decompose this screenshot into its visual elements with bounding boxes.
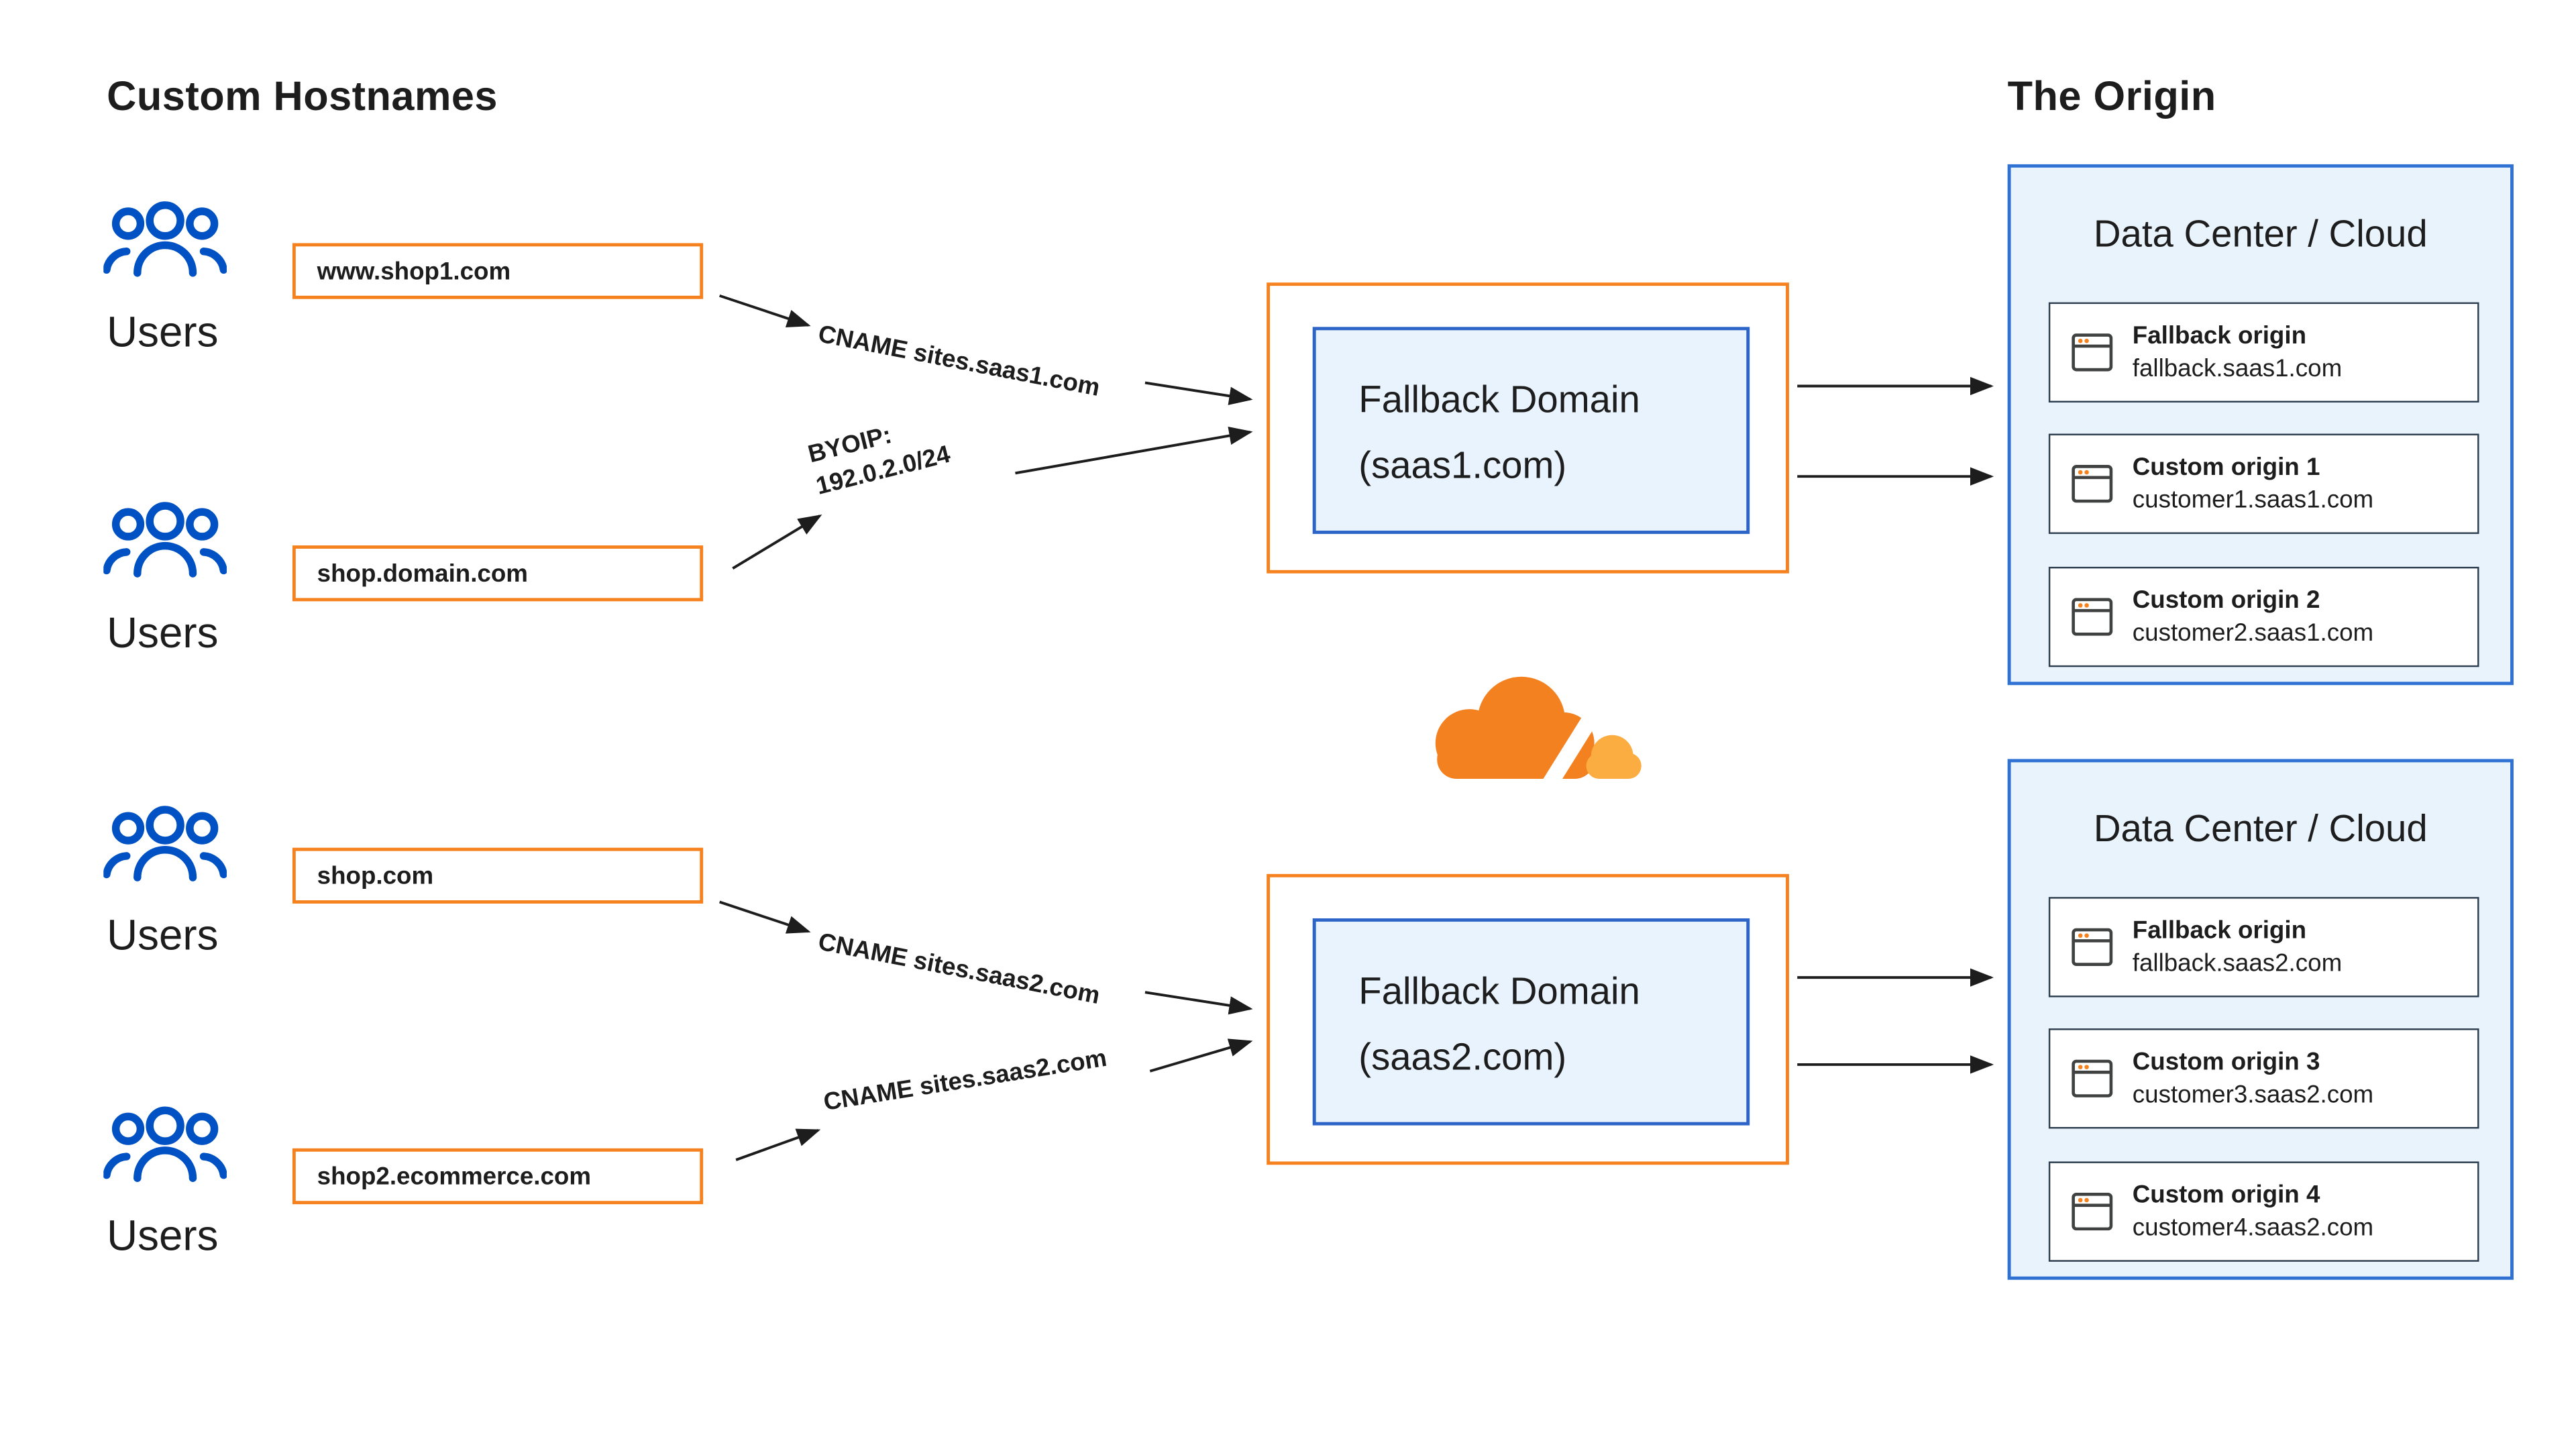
hostname-box-shop: shop.com	[292, 847, 704, 904]
data-center-1: Data Center / Cloud Fallback origin fall…	[2007, 164, 2514, 686]
users-label: Users	[107, 910, 219, 960]
origin-card-fallback-saas2: Fallback origin fallback.saas2.com	[2048, 897, 2479, 998]
fallback-domain-saas2-box: Fallback Domain (saas2.com)	[1267, 873, 1789, 1165]
data-center-2-title: Data Center / Cloud	[2093, 806, 2428, 850]
users-icon	[103, 201, 227, 278]
users-label: Users	[107, 608, 219, 657]
users-icon	[103, 805, 227, 882]
fallback-domain-saas1-line2: (saas1.com)	[1358, 443, 1567, 486]
origin-host: customer4.saas2.com	[2132, 1214, 2374, 1242]
origin-name: Custom origin 1	[2132, 453, 2320, 482]
origin-name: Custom origin 4	[2132, 1181, 2320, 1210]
hostname-box-www-shop1: www.shop1.com	[292, 243, 704, 299]
users-icon	[103, 1106, 227, 1183]
fallback-domain-saas1-box: Fallback Domain (saas1.com)	[1267, 282, 1789, 574]
origin-name: Fallback origin	[2132, 916, 2307, 945]
cname-saas2-label-lower: CNAME sites.saas2.com	[821, 1044, 1109, 1117]
origin-card-custom4: Custom origin 4 customer4.saas2.com	[2048, 1161, 2479, 1262]
fallback-domain-saas2-line1: Fallback Domain	[1358, 969, 1640, 1012]
users-label: Users	[107, 307, 219, 357]
data-center-2: Data Center / Cloud Fallback origin fall…	[2007, 759, 2514, 1280]
browser-window-icon	[2072, 333, 2113, 372]
custom-hostnames-title: Custom Hostnames	[107, 74, 498, 120]
origin-card-fallback-saas1: Fallback origin fallback.saas1.com	[2048, 302, 2479, 403]
hostname-box-shop-domain: shop.domain.com	[292, 545, 704, 602]
fallback-domain-saas1-inner: Fallback Domain (saas1.com)	[1312, 327, 1750, 534]
fallback-domain-saas2-inner: Fallback Domain (saas2.com)	[1312, 918, 1750, 1126]
byoip-label: BYOIP: 192.0.2.0/24	[805, 407, 954, 504]
hostname-box-shop2-ecommerce: shop2.ecommerce.com	[292, 1148, 704, 1205]
cname-saas2-label-upper: CNAME sites.saas2.com	[816, 928, 1102, 1010]
browser-window-icon	[2072, 465, 2113, 503]
cloudflare-logo	[1405, 662, 1651, 792]
origin-card-custom1: Custom origin 1 customer1.saas1.com	[2048, 433, 2479, 534]
origin-host: customer3.saas2.com	[2132, 1081, 2374, 1110]
users-label: Users	[107, 1210, 219, 1260]
the-origin-title: The Origin	[2007, 74, 2216, 120]
origin-card-custom3: Custom origin 3 customer3.saas2.com	[2048, 1028, 2479, 1129]
data-center-1-title: Data Center / Cloud	[2093, 211, 2428, 255]
origin-host: customer1.saas1.com	[2132, 486, 2374, 515]
browser-window-icon	[2072, 1059, 2113, 1097]
origin-card-custom2: Custom origin 2 customer2.saas1.com	[2048, 566, 2479, 667]
fallback-domain-saas2-line2: (saas2.com)	[1358, 1034, 1567, 1078]
browser-window-icon	[2072, 928, 2113, 966]
origin-name: Fallback origin	[2132, 322, 2307, 350]
origin-name: Custom origin 3	[2132, 1048, 2320, 1077]
users-icon	[103, 501, 227, 578]
origin-host: customer2.saas1.com	[2132, 619, 2374, 647]
cname-saas1-label: CNAME sites.saas1.com	[816, 320, 1102, 402]
browser-window-icon	[2072, 1192, 2113, 1231]
origin-name: Custom origin 2	[2132, 586, 2320, 614]
origin-host: fallback.saas1.com	[2132, 354, 2343, 383]
browser-window-icon	[2072, 598, 2113, 636]
origin-host: fallback.saas2.com	[2132, 949, 2343, 978]
fallback-domain-saas1-line1: Fallback Domain	[1358, 378, 1640, 421]
